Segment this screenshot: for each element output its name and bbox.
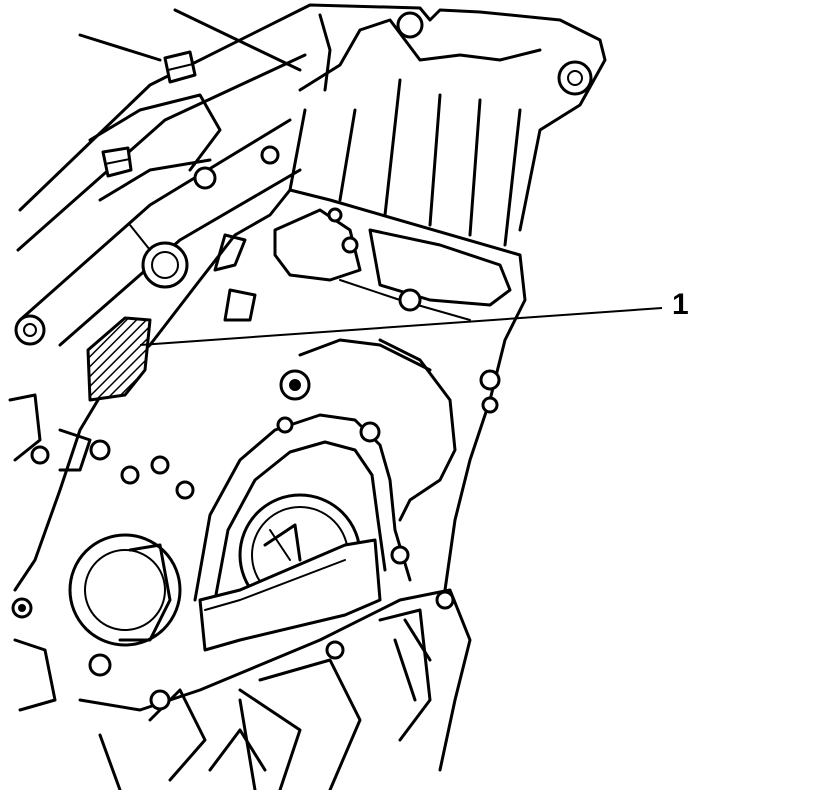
seal-ring xyxy=(129,224,189,289)
callout-component xyxy=(86,316,152,402)
intake-runners xyxy=(288,3,607,247)
head-bolt-2 xyxy=(101,146,133,178)
oil-pump-area xyxy=(8,393,195,712)
head-bolt-1 xyxy=(163,50,197,84)
callout-number-1: 1 xyxy=(672,288,689,321)
oil-pan xyxy=(78,588,472,790)
cover-bolt xyxy=(279,369,311,401)
cylinder-head xyxy=(14,8,307,347)
callout-leader-line xyxy=(139,307,663,346)
seal-housing xyxy=(193,413,412,602)
seal-installer-plate xyxy=(198,538,382,652)
